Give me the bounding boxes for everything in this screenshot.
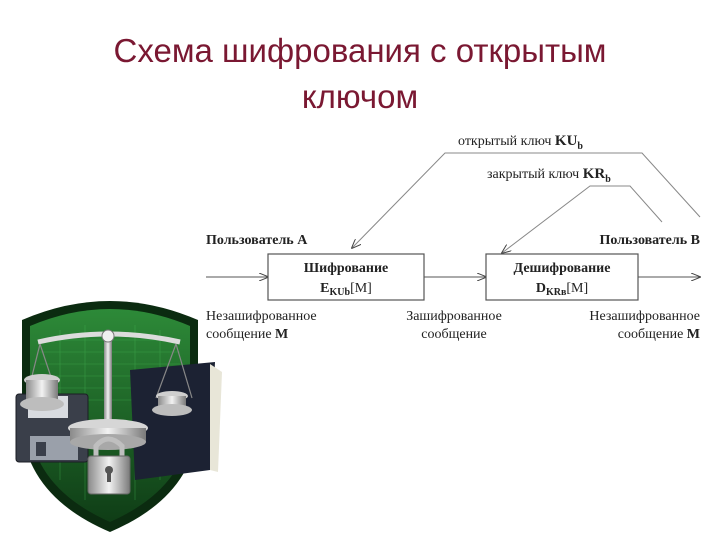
cipher-message-line-1: Зашифрованное xyxy=(406,309,502,324)
encryption-box xyxy=(267,253,425,301)
plain-message-left-line-1: Незашифрованное xyxy=(206,309,317,324)
private-key-line xyxy=(502,185,663,253)
public-key-line xyxy=(352,152,701,248)
user-a-label: Пользователь А xyxy=(206,233,308,248)
decryption-box xyxy=(485,253,639,301)
encryption-title: Шифрование xyxy=(304,261,388,276)
cipher-message-line-2: сообщение xyxy=(421,327,487,342)
public-key-label: открытый ключ KUb xyxy=(458,133,583,152)
plain-message-left-line-2: сообщение M xyxy=(206,327,288,342)
decryption-formula: DKRв[M] xyxy=(536,281,588,298)
private-key-label: закрытый ключ KRb xyxy=(487,166,611,185)
user-b-label: Пользователь В xyxy=(599,233,700,248)
slide-title-line-2: ключом xyxy=(301,78,419,115)
encryption-formula: EKUb[M] xyxy=(320,281,372,298)
decryption-title: Дешифрование xyxy=(514,261,611,276)
slide-title-line-1: Схема шифрования с открытым xyxy=(113,32,607,69)
slide-title: Схема шифрования с открытым ключом xyxy=(40,28,680,120)
plain-message-right-line-2: сообщение M xyxy=(618,327,700,342)
plain-message-right-line-1: Незашифрованное xyxy=(589,309,700,324)
